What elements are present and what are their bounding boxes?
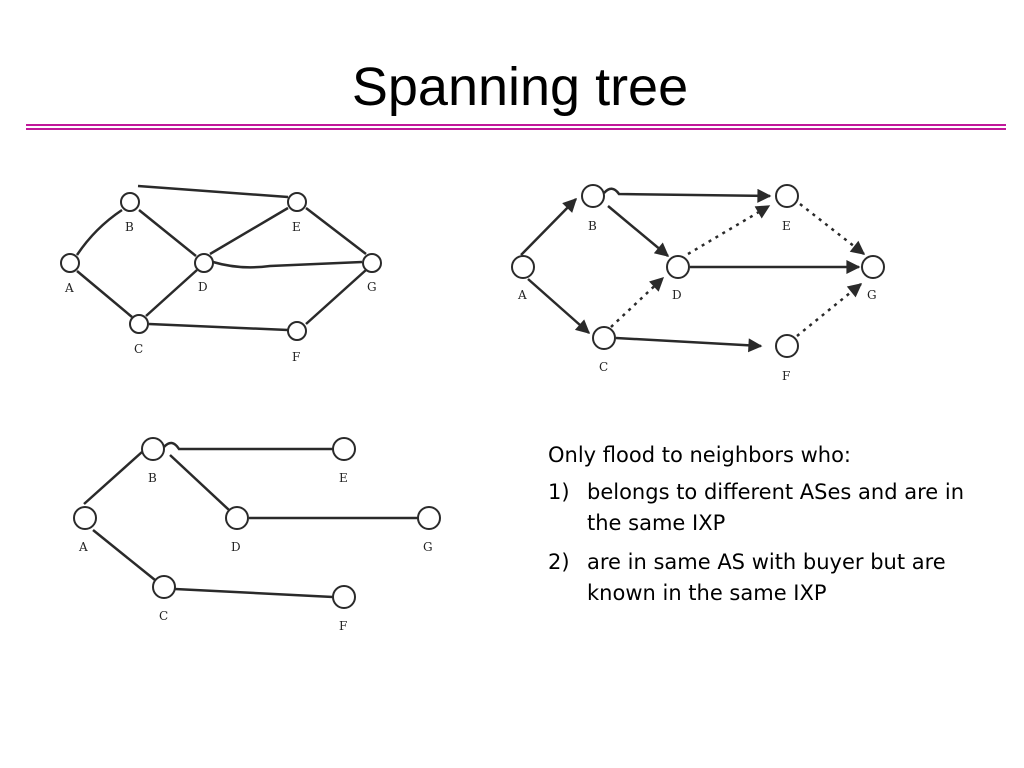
tree-node-f — [332, 585, 356, 609]
edge-f-g — [305, 269, 367, 325]
tree-node-d — [225, 506, 249, 530]
graph-label-g: G — [367, 280, 377, 294]
tree-edge-b-e — [163, 441, 333, 451]
edge-b-d — [138, 209, 197, 257]
flood-label-g: G — [867, 288, 877, 302]
tree-labels: A B C D E F G — [78, 471, 433, 633]
flood-node-b — [581, 184, 605, 208]
graph-label-d: D — [198, 280, 208, 294]
flood-edge-a-b — [520, 198, 577, 256]
flood-edge-c-d — [610, 277, 665, 328]
edge-a-b — [75, 208, 123, 256]
flood-edge-c-f — [615, 336, 763, 353]
graph-node-d — [194, 253, 214, 273]
graph-node-e — [287, 192, 307, 212]
graph-edges — [75, 184, 367, 332]
tree-node-e — [332, 437, 356, 461]
graph-node-g — [362, 253, 382, 273]
flood-edge-d-e — [687, 204, 771, 256]
flood-edge-b-d — [607, 205, 670, 257]
graph-label-c: C — [134, 342, 143, 356]
flood-node-c — [592, 326, 616, 350]
edge-c-f — [148, 322, 289, 332]
tree-edge-a-b — [83, 451, 143, 505]
graph-label-b: B — [125, 220, 134, 234]
flood-label-f: F — [782, 369, 790, 383]
tree-nodes — [73, 437, 441, 609]
edge-c-d — [145, 269, 198, 317]
tree-label-a: A — [78, 540, 88, 554]
rule-text: belongs to different ASes and are in the… — [587, 480, 965, 535]
flood-node-d — [666, 255, 690, 279]
flood-edges — [520, 187, 866, 353]
tree-label-c: C — [159, 609, 168, 623]
tree-edge-a-c — [92, 529, 156, 581]
tree-diagram: A B C D E F G — [73, 437, 441, 633]
graph-node-f — [287, 321, 307, 341]
rule-number: 1) — [548, 480, 570, 504]
rule-item: 1) belongs to different ASes and are in … — [548, 477, 998, 539]
tree-edge-c-f — [174, 587, 334, 599]
flood-label-d: D — [672, 288, 682, 302]
tree-label-d: D — [231, 540, 241, 554]
edge-d-g — [212, 260, 363, 269]
graph-label-a: A — [64, 281, 74, 295]
rule-item: 2) are in same AS with buyer but are kno… — [548, 547, 998, 609]
tree-label-f: F — [339, 619, 347, 633]
tree-edge-b-d — [169, 454, 230, 511]
tree-label-e: E — [339, 471, 348, 485]
tree-edges — [83, 441, 418, 599]
tree-node-a — [73, 506, 97, 530]
graph-node-b — [120, 192, 140, 212]
flood-edge-b-e — [603, 187, 772, 203]
graph-label-f: F — [292, 350, 300, 364]
graph-node-c — [129, 314, 149, 334]
flood-diagram: A B C D E F G — [511, 184, 885, 383]
flood-label-a: A — [517, 288, 527, 302]
tree-label-b: B — [148, 471, 157, 485]
graph-labels: A B C D E F G — [64, 220, 377, 364]
rule-number: 2) — [548, 550, 570, 574]
tree-node-g — [417, 506, 441, 530]
edge-e-g — [305, 207, 367, 255]
flood-node-a — [511, 255, 535, 279]
tree-label-g: G — [423, 540, 433, 554]
flood-edge-e-g — [799, 203, 866, 255]
graph-node-a — [60, 253, 80, 273]
graph-diagram: A B C D E F G — [60, 184, 382, 364]
flood-labels: A B C D E F G — [517, 219, 877, 383]
rules-list: 1) belongs to different ASes and are in … — [548, 477, 998, 609]
flood-nodes — [511, 184, 885, 358]
edge-b-e — [137, 184, 289, 199]
flood-label-b: B — [588, 219, 597, 233]
title-divider — [26, 124, 1006, 130]
flood-edge-f-g — [796, 283, 863, 337]
graph-label-e: E — [292, 220, 301, 234]
graph-nodes — [60, 192, 382, 341]
flood-node-f — [775, 334, 799, 358]
flood-node-g — [861, 255, 885, 279]
tree-node-c — [152, 575, 176, 599]
flood-node-e — [775, 184, 799, 208]
edge-d-e — [209, 206, 289, 256]
slide-title: Spanning tree — [351, 57, 689, 117]
flood-edge-a-c — [527, 278, 591, 334]
flood-label-e: E — [782, 219, 791, 233]
flood-label-c: C — [599, 360, 608, 374]
edge-a-c — [76, 270, 133, 318]
tree-node-b — [141, 437, 165, 461]
flood-rules: Only flood to neighbors who: 1) belongs … — [548, 440, 998, 617]
rule-text: are in same AS with buyer but are known … — [587, 550, 946, 605]
rules-intro: Only flood to neighbors who: — [548, 443, 852, 467]
